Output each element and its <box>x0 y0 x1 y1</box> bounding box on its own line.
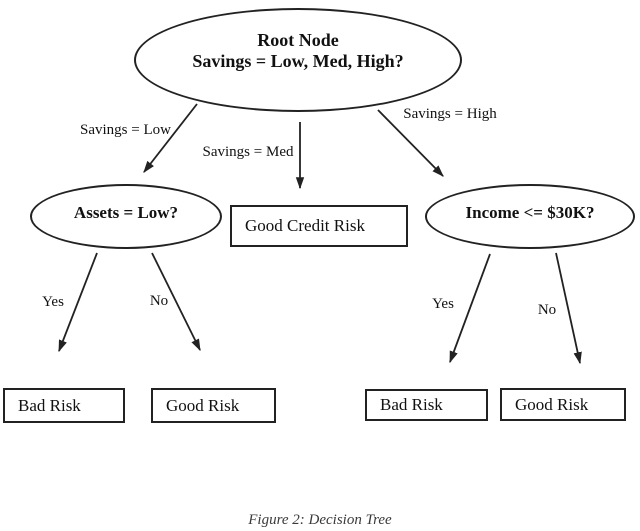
node-assets-question: Assets = Low? <box>30 184 222 249</box>
branch-label-savings-low: Savings = Low <box>80 122 171 138</box>
edge-label-assets-yes: Yes <box>42 294 64 310</box>
edge-root-to-assets <box>143 103 198 173</box>
edge-income-yes <box>449 253 491 364</box>
root-question: Savings = Low, Med, High? <box>192 51 404 71</box>
edge-label-assets-no: No <box>149 293 169 309</box>
edge-label-income-yes: Yes <box>432 296 454 312</box>
edge-assets-yes <box>58 252 98 353</box>
node-income-question: Income <= $30K? <box>425 184 635 249</box>
edge-root-to-income <box>377 109 444 177</box>
edge-label-income-no: No <box>537 302 557 318</box>
leaf-income-bad-risk: Bad Risk <box>365 389 488 421</box>
root-title: Root Node <box>257 30 339 50</box>
leaf-assets-good-risk: Good Risk <box>151 388 276 423</box>
node-root: Root Node Savings = Low, Med, High? <box>134 8 462 112</box>
branch-label-savings-high: Savings = High <box>403 106 497 122</box>
leaf-assets-bad-risk: Bad Risk <box>3 388 125 423</box>
branch-label-savings-med: Savings = Med <box>202 144 294 160</box>
edge-assets-no <box>151 252 201 352</box>
edge-income-no <box>555 252 582 365</box>
node-good-credit-risk: Good Credit Risk <box>230 205 408 247</box>
leaf-income-good-risk: Good Risk <box>500 388 626 421</box>
figure-caption: Figure 2: Decision Tree <box>248 512 392 528</box>
